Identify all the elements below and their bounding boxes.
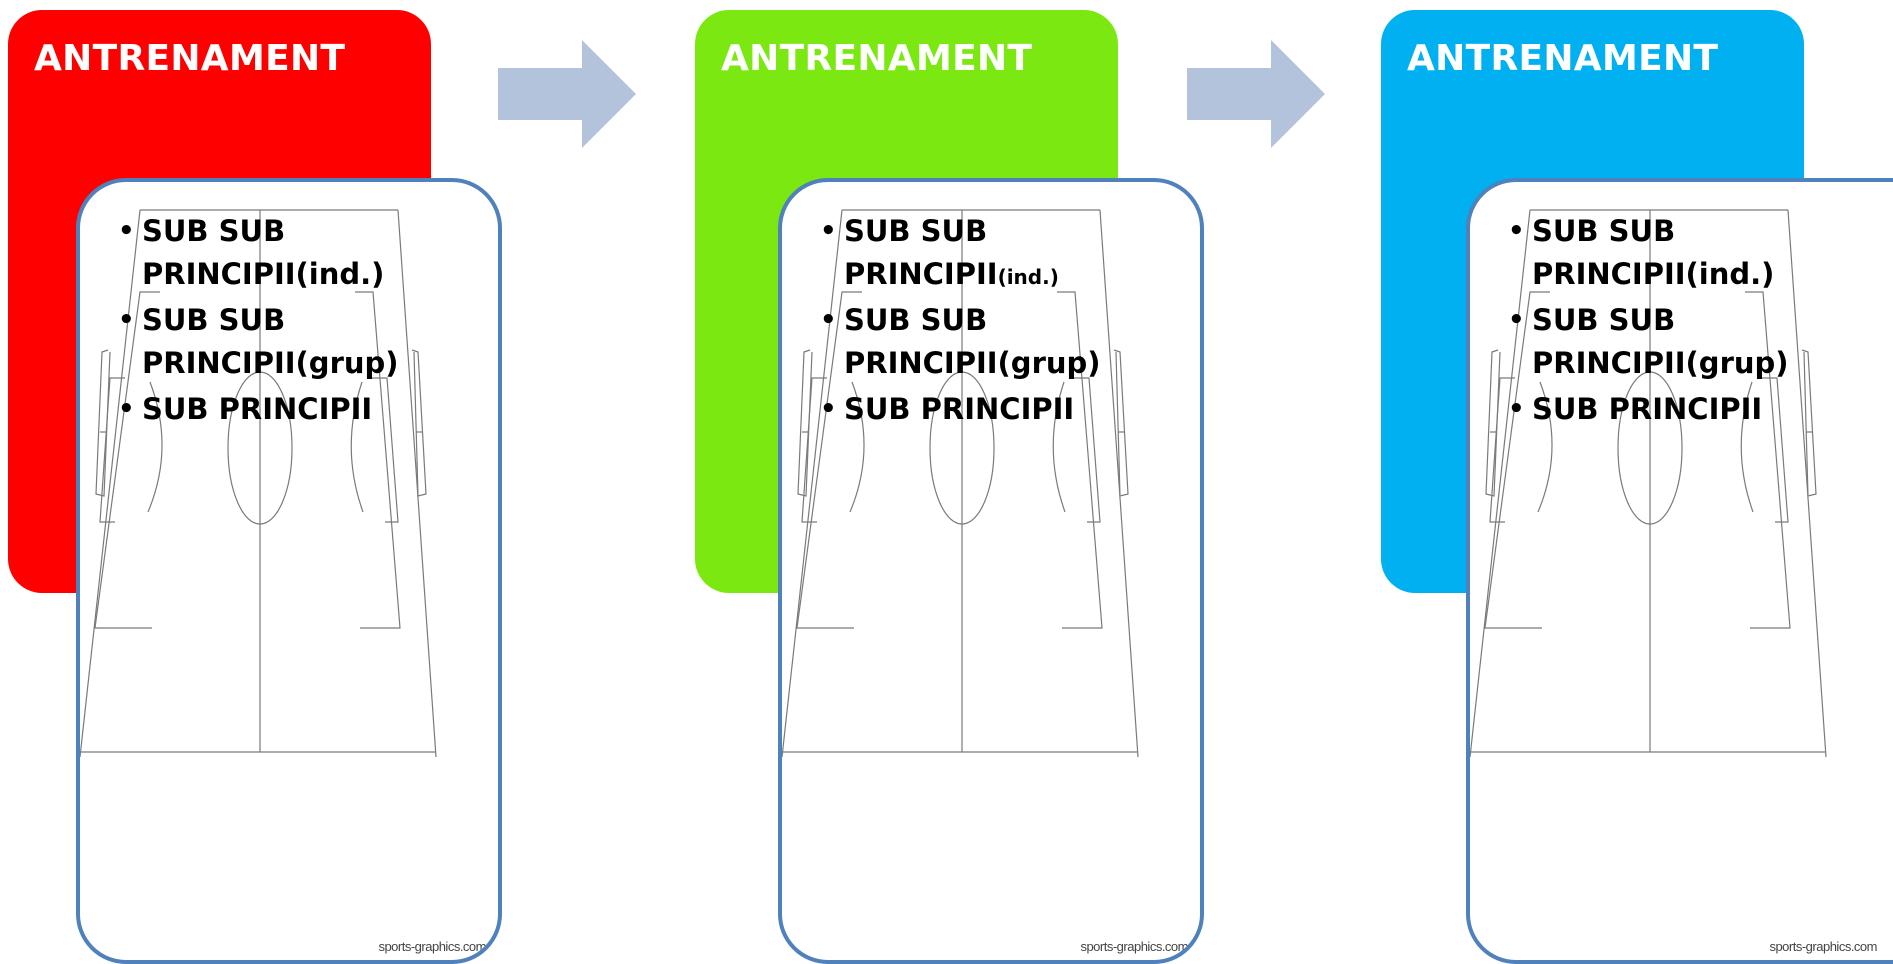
bullet-dot-icon: • <box>118 216 135 246</box>
bullet-item: • SUB SUB PRINCIPII(grup) <box>118 299 478 388</box>
bullet-dot-icon: • <box>118 394 135 424</box>
stage-1-card: • SUB SUB PRINCIPII(ind.) • SUB SUB PRIN… <box>76 178 502 964</box>
stage-2-title: ANTRENAMENT <box>721 38 1033 79</box>
pitch-diagram <box>80 209 437 758</box>
bullet-item: • SUB SUB PRINCIPII(ind.) <box>820 210 1180 299</box>
bullet-dot-icon: • <box>820 216 837 246</box>
bullet-dot-icon: • <box>1508 394 1525 424</box>
bullet-dot-icon: • <box>1508 216 1525 246</box>
bullet-item: • SUB SUB PRINCIPII(ind.) <box>1508 210 1868 299</box>
stage-2-card: • SUB SUB PRINCIPII(ind.) • SUB SUB PRIN… <box>778 178 1204 964</box>
bullet-dot-icon: • <box>820 305 837 335</box>
bullet-item: • SUB PRINCIPII <box>820 388 1180 434</box>
bullet-item: • SUB SUB PRINCIPII(grup) <box>1508 299 1868 388</box>
stage-1-title: ANTRENAMENT <box>34 38 346 79</box>
bullet-dot-icon: • <box>1508 305 1525 335</box>
bullet-list: • SUB SUB PRINCIPII(ind.) • SUB SUB PRIN… <box>820 210 1180 434</box>
pitch-credit: sports-graphics.com <box>1769 939 1877 954</box>
pitch-credit: sports-graphics.com <box>1080 939 1188 954</box>
stage-3-title: ANTRENAMENT <box>1407 38 1719 79</box>
stage-3-card: • SUB SUB PRINCIPII(ind.) • SUB SUB PRIN… <box>1466 178 1893 964</box>
bullet-list: • SUB SUB PRINCIPII(ind.) • SUB SUB PRIN… <box>118 210 478 434</box>
bullet-item: • SUB SUB PRINCIPII(ind.) <box>118 210 478 299</box>
bullet-item: • SUB SUB PRINCIPII(grup) <box>820 299 1180 388</box>
bullet-dot-icon: • <box>820 394 837 424</box>
right-arrow-icon <box>1187 40 1325 148</box>
pitch-diagram <box>782 209 1139 758</box>
pitch-credit: sports-graphics.com <box>378 939 486 954</box>
right-arrow-icon <box>498 40 636 148</box>
bullet-item: • SUB PRINCIPII <box>1508 388 1868 434</box>
bullet-dot-icon: • <box>118 305 135 335</box>
bullet-item: • SUB PRINCIPII <box>118 388 478 434</box>
pitch-diagram <box>1470 209 1827 758</box>
bullet-list: • SUB SUB PRINCIPII(ind.) • SUB SUB PRIN… <box>1508 210 1868 434</box>
